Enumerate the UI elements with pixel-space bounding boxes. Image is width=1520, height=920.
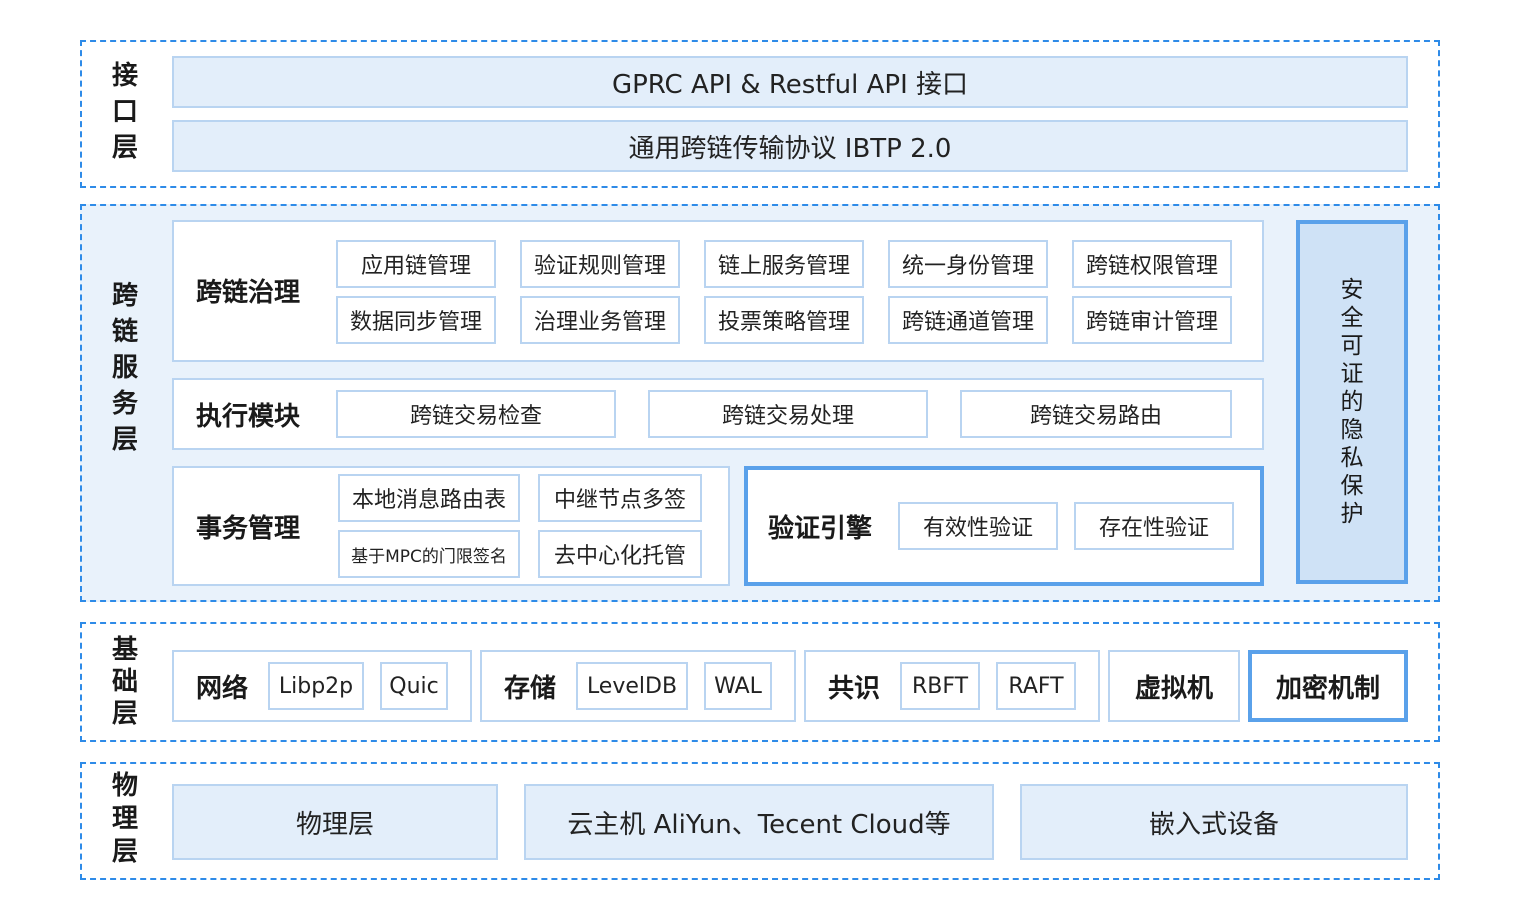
privacy-protection-label: 安 全 可 证 的 隐 私 保 护: [1340, 277, 1364, 527]
governance-item: 统一身份管理: [888, 240, 1048, 288]
transaction-item: 去中心化托管: [538, 530, 702, 578]
interface-layer-label: 接 口 层: [111, 61, 138, 163]
governance-item: 链上服务管理: [704, 240, 864, 288]
governance-item: 验证规则管理: [520, 240, 680, 288]
execution-item: 跨链交易检查: [336, 390, 616, 438]
embedded-device-box: 嵌入式设备: [1020, 784, 1408, 860]
physical-layer-box: 物理层: [172, 784, 498, 860]
cloud-host-box: 云主机 AliYun、Tecent Cloud等: [524, 784, 994, 860]
storage-item: WAL: [704, 662, 772, 710]
execution-title: 执行模块: [196, 401, 301, 432]
consensus-title: 共识: [828, 673, 881, 704]
governance-item: 数据同步管理: [336, 296, 496, 344]
base-layer: [80, 622, 1440, 742]
transaction-item: 中继节点多签: [538, 474, 702, 522]
governance-item: 跨链权限管理: [1072, 240, 1232, 288]
api-interface-box: GPRC API & Restful API 接口: [172, 56, 1408, 108]
governance-item: 投票策略管理: [704, 296, 864, 344]
base-layer-label: 基 础 层: [111, 635, 138, 729]
consensus-item: RAFT: [996, 662, 1076, 710]
governance-item: 治理业务管理: [520, 296, 680, 344]
privacy-protection-box: 安 全 可 证 的 隐 私 保 护: [1296, 220, 1408, 584]
governance-item: 应用链管理: [336, 240, 496, 288]
interface-layer: [80, 40, 1440, 188]
governance-item: 跨链审计管理: [1072, 296, 1232, 344]
verification-title: 验证引擎: [768, 513, 873, 544]
network-title: 网络: [196, 673, 249, 704]
governance-item: 跨链通道管理: [888, 296, 1048, 344]
virtual-machine-box: 虚拟机: [1108, 650, 1240, 722]
storage-title: 存储: [504, 673, 557, 704]
governance-title: 跨链治理: [196, 277, 301, 308]
transaction-item: 本地消息路由表: [338, 474, 520, 522]
physical-layer-label: 物 理 层: [111, 771, 138, 867]
verification-item: 有效性验证: [898, 502, 1058, 550]
ibtp-protocol-box: 通用跨链传输协议 IBTP 2.0: [172, 120, 1408, 172]
transaction-title: 事务管理: [196, 513, 301, 544]
physical-layer: [80, 762, 1440, 880]
execution-item: 跨链交易路由: [960, 390, 1232, 438]
consensus-item: RBFT: [900, 662, 980, 710]
storage-item: LevelDB: [576, 662, 688, 710]
network-item: Quic: [380, 662, 448, 710]
service-layer-label: 跨 链 服 务 层: [111, 281, 138, 455]
execution-item: 跨链交易处理: [648, 390, 928, 438]
network-item: Libp2p: [268, 662, 364, 710]
transaction-item: 基于MPC的门限签名: [338, 530, 520, 578]
verification-item: 存在性验证: [1074, 502, 1234, 550]
crypto-mechanism-box: 加密机制: [1248, 650, 1408, 722]
